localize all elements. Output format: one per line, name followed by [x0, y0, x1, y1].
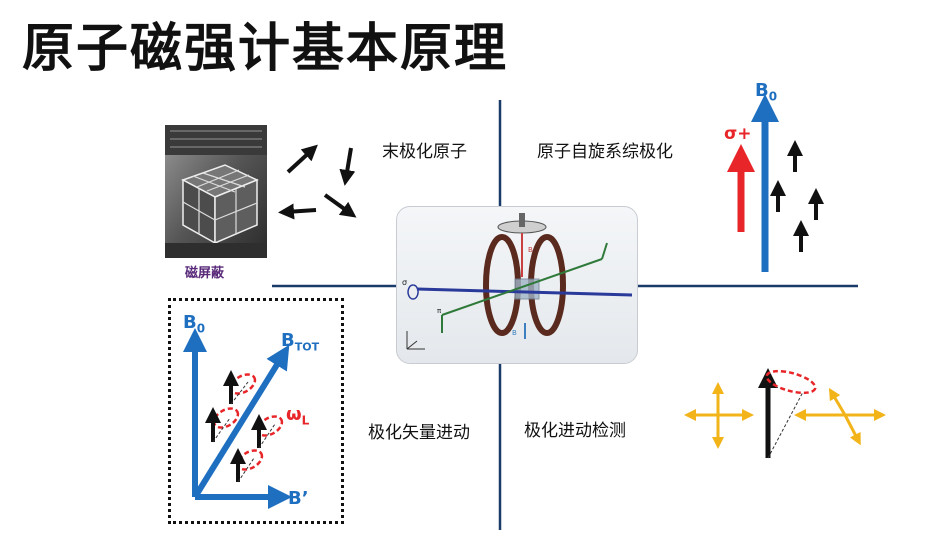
svg-text:σ: σ: [402, 278, 407, 287]
random-spin-arrow: [323, 193, 357, 218]
btot-axis-arrow: [192, 344, 290, 499]
precession-detection-label: 极化进动检测: [524, 421, 626, 441]
svg-text:B: B: [528, 246, 533, 254]
omega-letter: ω: [286, 404, 302, 425]
precession-diagram-frame: [168, 298, 344, 524]
larmor-omega-label: ωL: [286, 404, 309, 428]
rotated-polarization-arrow: [828, 387, 847, 416]
btot-letter: B: [281, 330, 295, 351]
b0-letter: B: [183, 312, 197, 333]
svg-text:B: B: [512, 329, 517, 337]
magnetic-shield-caption: 磁屏蔽: [185, 266, 225, 281]
page-title: 原子磁强计基本原理: [22, 19, 509, 79]
b0-label-bottom: B0: [183, 312, 205, 336]
btot-subscript: TOT: [294, 340, 320, 354]
random-spin-arrow: [339, 147, 356, 186]
spin-polarization-label: 原子自旋系综极化: [537, 142, 673, 162]
btot-label: BTOT: [281, 330, 319, 354]
b-prime-label: B’: [288, 488, 309, 509]
magnetometer-apparatus-image: B B σ π: [396, 206, 638, 364]
precession-label: 极化矢量进动: [368, 423, 470, 443]
random-spin-arrow: [278, 203, 317, 220]
spin-cone-line: [767, 391, 804, 459]
unpolarized-atoms-label: 末极化原子: [382, 142, 467, 162]
b0-subscript: 0: [196, 321, 206, 336]
b0-label-top: B0: [755, 80, 777, 104]
detection-precession-ellipse: [765, 369, 817, 395]
random-spin-arrow: [286, 144, 318, 174]
sigma-plus-label: σ+: [724, 124, 752, 144]
omega-subscript: L: [301, 413, 310, 428]
b0-subscript: 0: [768, 89, 778, 104]
svg-text:π: π: [437, 307, 442, 315]
magnetic-shield-photo: [165, 125, 267, 258]
rotated-polarization-arrow: [843, 414, 861, 446]
b0-letter: B: [755, 80, 769, 101]
